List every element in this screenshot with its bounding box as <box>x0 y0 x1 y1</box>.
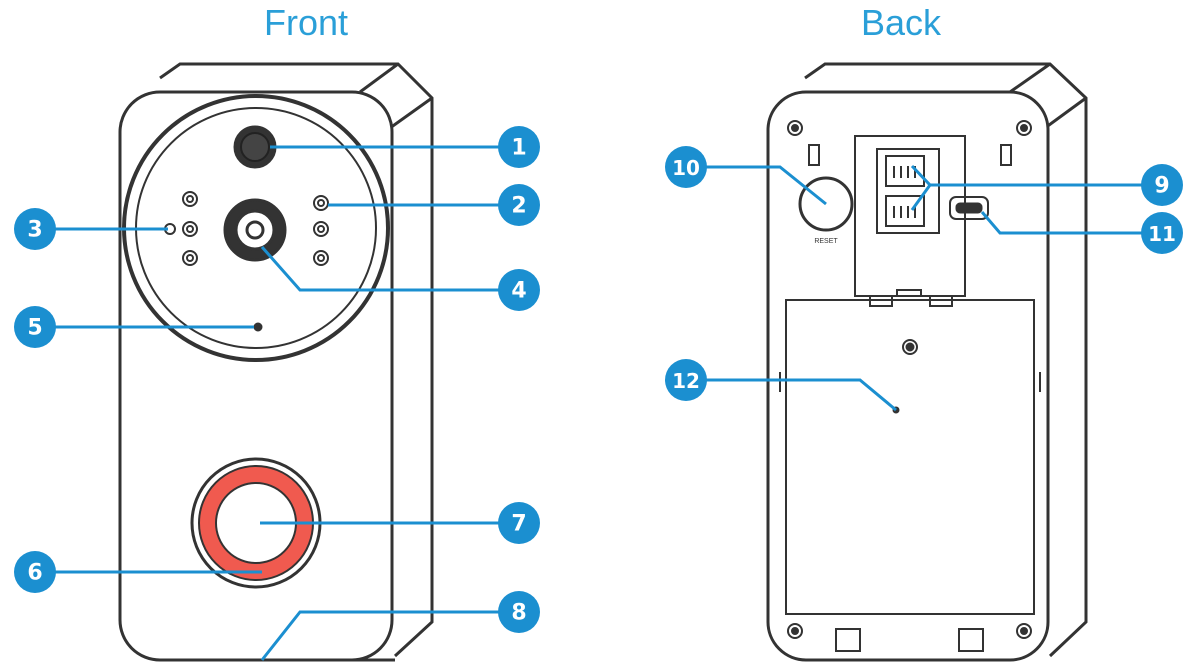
reset-label: RESET <box>814 238 838 245</box>
leader-lines <box>52 145 1160 661</box>
back-screws <box>787 120 1032 639</box>
callout-3-label: 3 <box>27 218 42 243</box>
cover-clips <box>779 372 1041 392</box>
ir-lights-right <box>313 195 329 266</box>
leader-9b <box>910 184 932 211</box>
back-device <box>766 62 1088 662</box>
leader-12 <box>705 378 897 412</box>
cover-screw-center <box>905 342 915 352</box>
foot-left <box>835 628 861 652</box>
lens-core <box>245 220 265 240</box>
callout-9-label: 9 <box>1154 174 1169 199</box>
reset-button <box>798 176 854 232</box>
callout-8-label: 8 <box>511 601 526 626</box>
callout-4-badge <box>498 269 540 311</box>
foot-right <box>958 628 984 652</box>
microphone <box>253 322 263 332</box>
terminal-housing <box>854 135 966 297</box>
leader-11 <box>980 211 1160 235</box>
callout-7-badge <box>498 502 540 544</box>
callout-5-badge <box>14 306 56 348</box>
usb-port-housing <box>949 196 989 220</box>
callout-11-badge <box>1141 212 1183 254</box>
callout-1-badge <box>498 126 540 168</box>
callout-badges: 1 2 3 4 5 6 7 8 9 10 11 12 <box>14 126 1183 633</box>
callout-9-badge <box>1141 164 1183 206</box>
callout-2-label: 2 <box>511 194 526 219</box>
callout-4-label: 4 <box>511 279 526 304</box>
terminal-connector-1 <box>885 155 925 187</box>
callout-10-badge <box>665 146 707 188</box>
front-device <box>118 62 434 662</box>
callout-12-badge <box>665 359 707 401</box>
callout-1-label: 1 <box>511 136 526 161</box>
slot-top-left <box>808 144 820 166</box>
front-title: Front <box>263 2 349 43</box>
callout-8-badge <box>498 591 540 633</box>
leader-4 <box>260 246 500 292</box>
front-depth-edge <box>359 62 399 94</box>
callout-2-badge <box>498 184 540 226</box>
back-depth-edge <box>1009 62 1051 94</box>
front-depth-edge-2 <box>389 96 433 130</box>
terminal-block <box>876 148 940 234</box>
usb-port <box>955 202 983 214</box>
back-depth-edge-2 <box>1044 96 1087 130</box>
callout-10-label: 10 <box>672 156 700 180</box>
terminal-connector-2 <box>885 195 925 227</box>
leader-8 <box>260 610 500 661</box>
callout-11-label: 11 <box>1148 222 1176 246</box>
ir-lights-left <box>182 191 198 266</box>
callout-6-badge <box>14 551 56 593</box>
back-title: Back <box>860 2 942 43</box>
cover-screw <box>902 339 918 355</box>
back-body <box>766 90 1050 662</box>
callout-12-label: 12 <box>672 369 700 393</box>
pir-sensor-inner <box>240 132 270 162</box>
slot-top-right <box>1000 144 1012 166</box>
leader-10 <box>705 165 827 206</box>
callout-6-label: 6 <box>27 561 42 586</box>
back-depth-outline <box>804 62 1088 658</box>
battery-cover <box>785 299 1035 615</box>
callout-5-label: 5 <box>27 316 42 341</box>
front-depth-outline <box>159 62 434 658</box>
callout-3-badge <box>14 208 56 250</box>
callout-7-label: 7 <box>511 512 526 537</box>
terminal-pins <box>893 166 916 218</box>
